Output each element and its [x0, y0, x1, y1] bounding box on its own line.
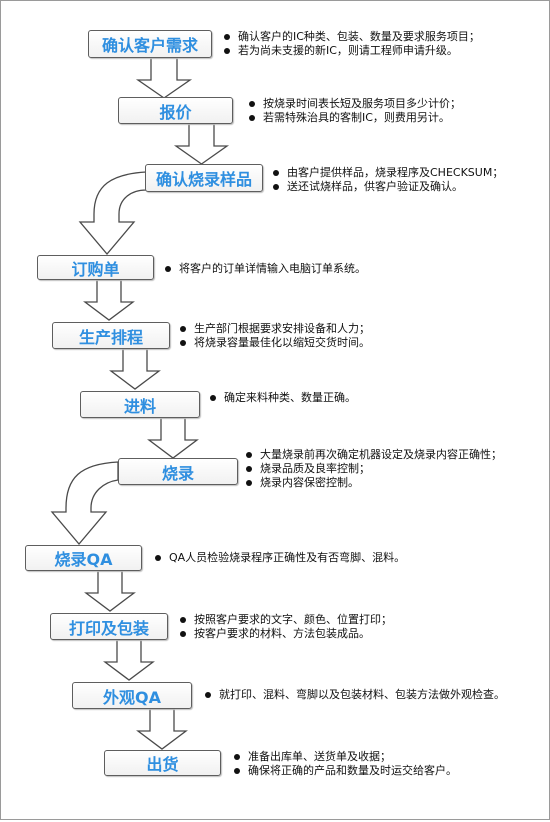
note-item: 按照客户要求的文字、颜色、位置打印； — [180, 613, 392, 627]
notes-purchase-order: 将客户的订单详情输入电脑订单系统。 — [165, 262, 366, 276]
note-item: QA人员检验烧录程序正确性及有否弯脚、混料。 — [155, 551, 405, 565]
note-item: 将烧录容量最佳化以缩短交货时间。 — [180, 336, 370, 350]
step-incoming-material: 进料 — [80, 391, 200, 418]
step-confirm-requirements: 确认客户需求 — [88, 30, 212, 58]
note-item: 将客户的订单详情输入电脑订单系统。 — [165, 262, 366, 276]
note-item: 就打印、混料、弯脚以及包装材料、包装方法做外观检查。 — [205, 688, 505, 702]
note-item: 确保将正确的产品和数量及时运交给客户。 — [234, 764, 457, 778]
step-production-schedule: 生产排程 — [52, 322, 170, 349]
note-item: 若为尚未支援的新IC，则请工程师申请升级。 — [224, 44, 480, 58]
arrow-4-5 — [83, 279, 135, 321]
step-shipping: 出货 — [104, 750, 221, 776]
note-item: 准备出库单、送货单及收据； — [234, 750, 457, 764]
note-item: 送还试烧样品，供客户验证及确认。 — [273, 180, 503, 194]
note-item: 由客户提供样品，烧录程序及CHECKSUM； — [273, 166, 503, 180]
note-item: 按烧录时间表长短及服务项目多少计价； — [249, 97, 461, 111]
notes-appearance-qa: 就打印、混料、弯脚以及包装材料、包装方法做外观检查。 — [205, 688, 505, 702]
step-purchase-order: 订购单 — [37, 255, 154, 280]
notes-confirm-requirements: 确认客户的IC种类、包装、数量及要求服务项目； 若为尚未支援的新IC，则请工程师… — [224, 30, 480, 58]
notes-confirm-samples: 由客户提供样品，烧录程序及CHECKSUM； 送还试烧样品，供客户验证及确认。 — [273, 166, 503, 194]
notes-quotation: 按烧录时间表长短及服务项目多少计价； 若需特殊治具的客制IC，则费用另计。 — [249, 97, 461, 125]
note-item: 烧录内容保密控制。 — [246, 476, 502, 490]
notes-shipping: 准备出库单、送货单及收据； 确保将正确的产品和数量及时运交给客户。 — [234, 750, 457, 778]
step-programming: 烧录 — [118, 458, 238, 485]
step-confirm-samples: 确认烧录样品 — [145, 164, 263, 192]
notes-programming: 大量烧录前再次确定机器设定及烧录内容正确性； 烧录品质及良率控制； 烧录内容保密… — [246, 448, 502, 490]
notes-incoming-material: 确定来料种类、数量正确。 — [210, 391, 356, 405]
notes-programming-qa: QA人员检验烧录程序正确性及有否弯脚、混料。 — [155, 551, 405, 565]
arrow-9-10 — [103, 639, 155, 681]
arrow-8-9 — [84, 570, 136, 612]
arrow-1-2 — [135, 57, 193, 99]
note-item: 确定来料种类、数量正确。 — [210, 391, 356, 405]
step-appearance-qa: 外观QA — [72, 682, 192, 709]
step-printing-packaging: 打印及包装 — [50, 613, 168, 640]
arrow-7-8 — [50, 461, 119, 546]
arrow-3-4 — [78, 171, 147, 256]
note-item: 生产部门根据要求安排设备和人力； — [180, 322, 370, 336]
step-quotation: 报价 — [118, 97, 233, 124]
note-item: 按客户要求的材料、方法包装成品。 — [180, 627, 392, 641]
note-item: 确认客户的IC种类、包装、数量及要求服务项目； — [224, 30, 480, 44]
note-item: 大量烧录前再次确定机器设定及烧录内容正确性； — [246, 448, 502, 462]
arrow-10-11 — [136, 708, 188, 750]
note-item: 若需特殊治具的客制IC，则费用另计。 — [249, 111, 461, 125]
note-item: 烧录品质及良率控制； — [246, 462, 502, 476]
arrow-6-7 — [147, 417, 199, 459]
step-programming-qa: 烧录QA — [25, 545, 142, 571]
notes-printing-packaging: 按照客户要求的文字、颜色、位置打印； 按客户要求的材料、方法包装成品。 — [180, 613, 392, 641]
notes-production-schedule: 生产部门根据要求安排设备和人力； 将烧录容量最佳化以缩短交货时间。 — [180, 322, 370, 350]
arrow-2-3 — [173, 123, 230, 165]
arrow-5-6 — [109, 348, 161, 390]
